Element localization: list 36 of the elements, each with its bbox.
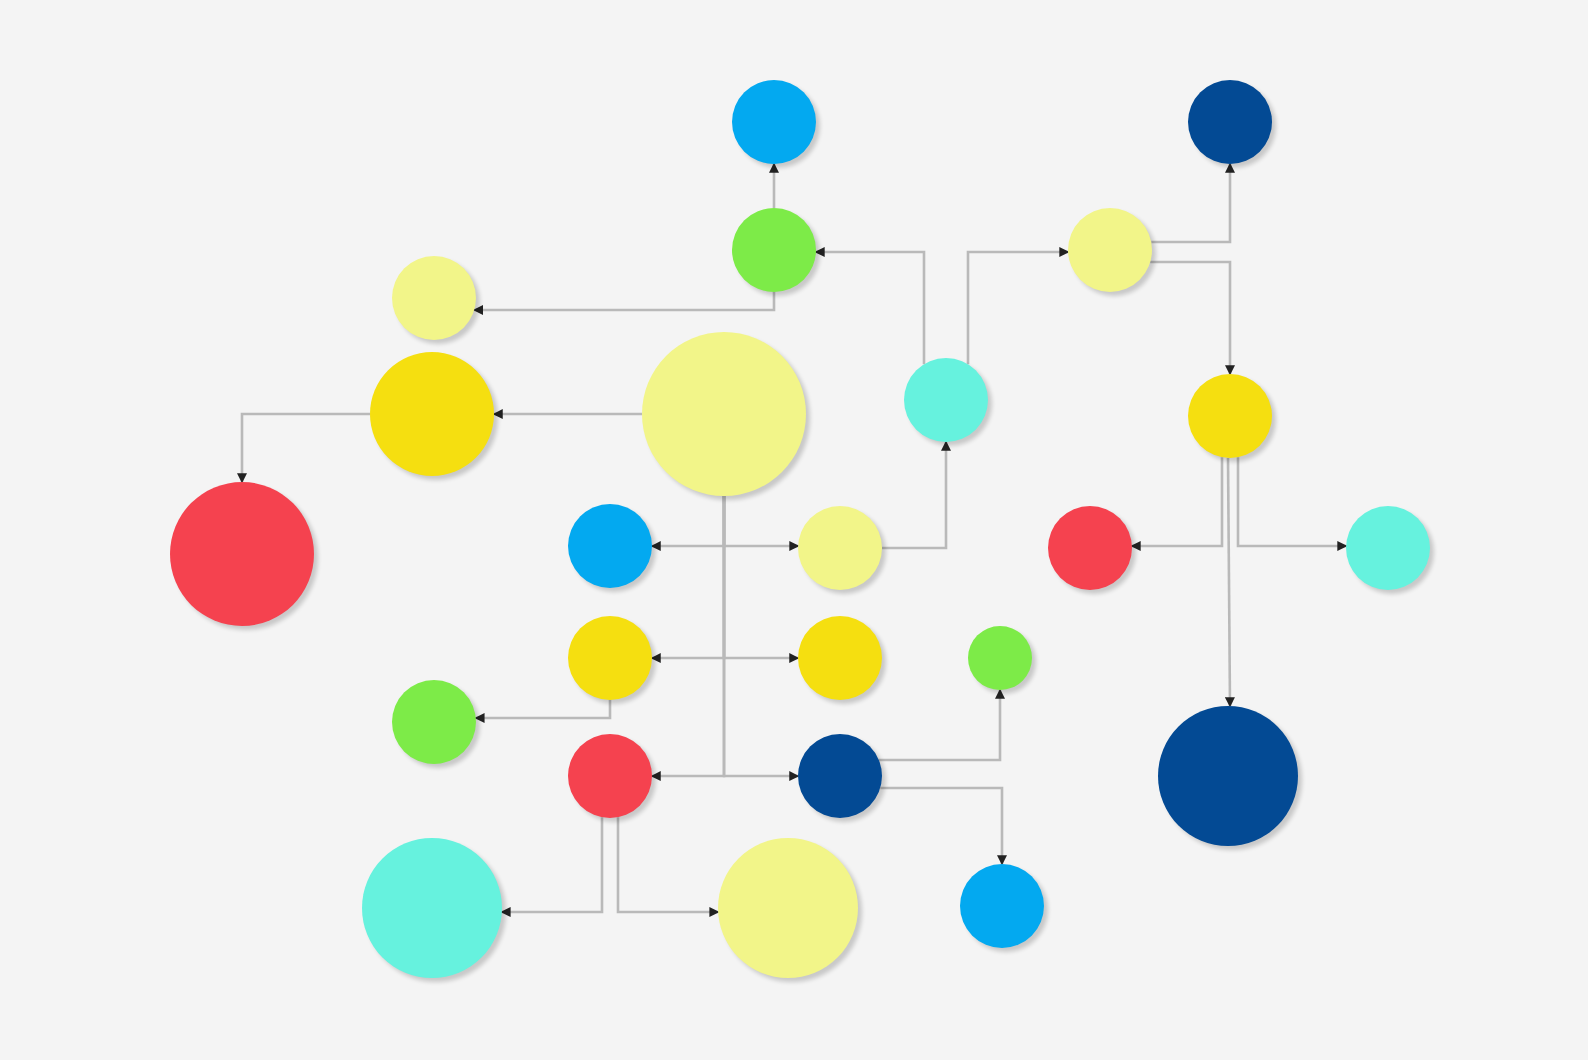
arrow bbox=[500, 817, 604, 917]
arrow bbox=[237, 412, 370, 484]
circle-node bbox=[392, 256, 476, 340]
circle-node bbox=[1068, 208, 1152, 292]
arrow bbox=[966, 247, 1070, 365]
circle-node bbox=[798, 506, 882, 590]
circle-node bbox=[798, 734, 882, 818]
circle-node bbox=[568, 734, 652, 818]
arrow bbox=[878, 688, 1005, 762]
circle-node bbox=[568, 616, 652, 700]
circle-node bbox=[798, 616, 882, 700]
arrow bbox=[880, 786, 1007, 866]
circle-node bbox=[732, 208, 816, 292]
circle-node bbox=[568, 504, 652, 588]
circle-node bbox=[1188, 374, 1272, 458]
arrow bbox=[882, 440, 951, 550]
arrow bbox=[1130, 457, 1224, 551]
circle-node bbox=[904, 358, 988, 442]
arrow bbox=[1236, 457, 1348, 551]
circle-node bbox=[1188, 80, 1272, 164]
arrow bbox=[473, 292, 776, 315]
circle-node bbox=[1048, 506, 1132, 590]
circle-node bbox=[392, 680, 476, 764]
arrow bbox=[1224, 457, 1235, 708]
arrow bbox=[769, 162, 779, 208]
arrow bbox=[722, 496, 800, 781]
arrow bbox=[1151, 162, 1235, 244]
arrow bbox=[616, 817, 720, 917]
circle-node bbox=[1346, 506, 1430, 590]
circle-node bbox=[732, 80, 816, 164]
arrow bbox=[492, 409, 642, 419]
arrow bbox=[814, 247, 926, 365]
arrow bbox=[474, 700, 612, 723]
circle-node bbox=[968, 626, 1032, 690]
arrow bbox=[1150, 260, 1235, 376]
circle-node bbox=[960, 864, 1044, 948]
